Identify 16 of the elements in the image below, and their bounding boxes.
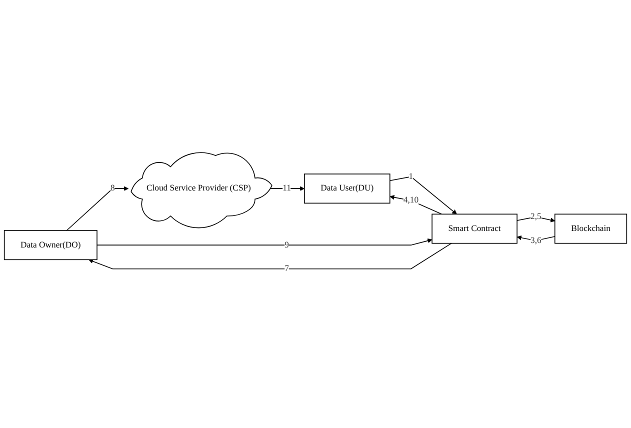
edge-label: 11	[282, 184, 291, 193]
edge-label: 9	[284, 240, 289, 250]
arrow	[66, 186, 129, 231]
node-box: Data Owner(DO)	[4, 230, 98, 260]
node-box: Data User(DU)	[304, 174, 390, 204]
edge-label: 4,10	[403, 196, 419, 205]
edge-label: 3,6	[530, 236, 542, 245]
edge-label: 1	[408, 172, 414, 182]
node-box: Smart Contract	[432, 214, 518, 244]
edge-label: 8	[110, 184, 115, 193]
arrow	[88, 242, 452, 270]
edge-label: 7	[284, 264, 289, 274]
arrow	[516, 216, 556, 222]
node-box: Blockchain	[554, 214, 628, 244]
arrow	[96, 238, 432, 246]
edge-label: 2,5	[530, 212, 542, 222]
